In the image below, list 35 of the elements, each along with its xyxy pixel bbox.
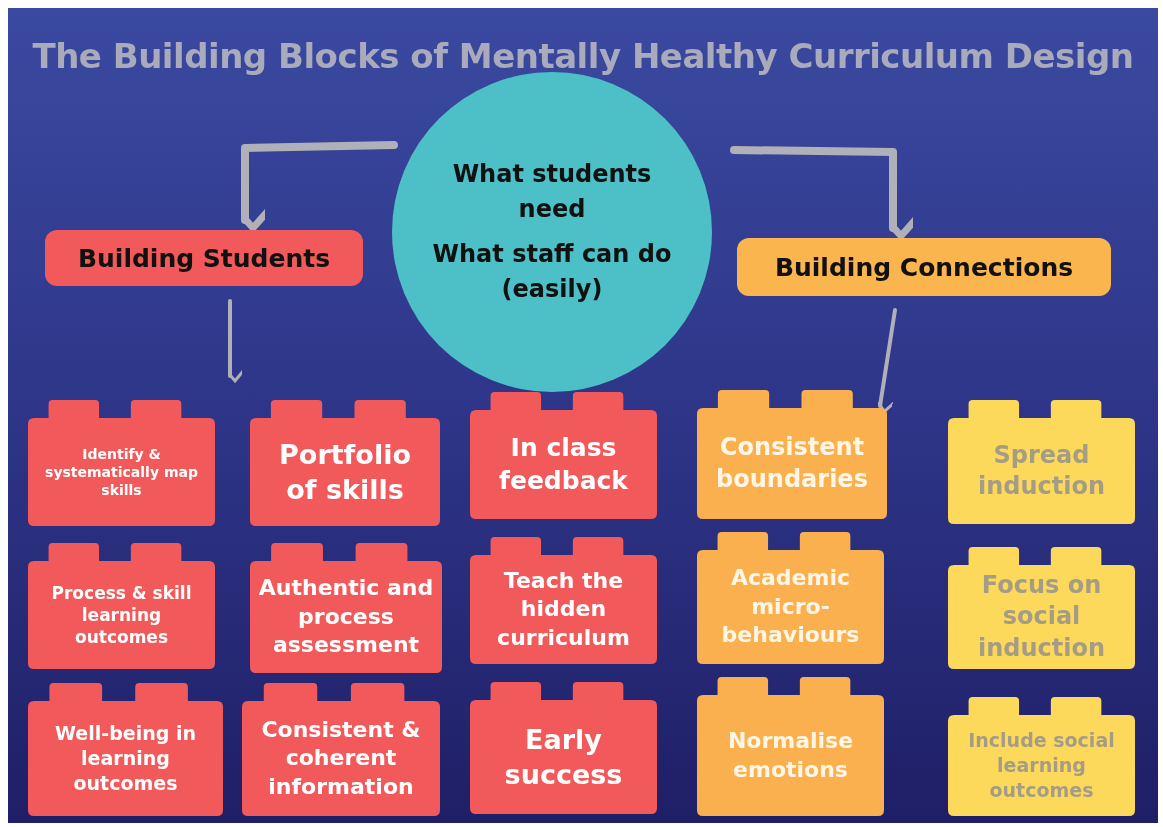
- brick-label: Spread induction: [976, 439, 1107, 502]
- brick-label: Identify & systematically map skills: [44, 444, 199, 500]
- brick-block: [948, 697, 1135, 816]
- brick-label: Portfolio of skills: [279, 437, 411, 507]
- brick-label: Authentic and process assessment: [257, 574, 435, 660]
- brick-block: [28, 400, 215, 526]
- brick-label: Academic micro-behaviours: [720, 564, 861, 650]
- brick-label: Include social learning outcomes: [967, 728, 1116, 803]
- heading-label: Building Connections: [737, 238, 1111, 296]
- brick-block: [697, 390, 887, 519]
- brick-block: [948, 400, 1135, 524]
- brick-block: [250, 543, 442, 673]
- brick-block: [948, 547, 1135, 669]
- brick-block: [250, 400, 440, 526]
- brick-label: Focus on social induction: [976, 570, 1107, 664]
- circle-text: What students need: [451, 159, 653, 226]
- brick-label: Consistent & coherent information: [260, 715, 422, 801]
- brick-block: [28, 683, 223, 816]
- brick-label: In class feedback: [499, 432, 628, 497]
- heading-label: Building Students: [45, 230, 363, 286]
- brick-block: [242, 683, 440, 816]
- brick-label: Well-being in learning outcomes: [54, 721, 197, 796]
- brick-block: [470, 392, 657, 519]
- brick-block: [470, 537, 657, 664]
- brick-label: Consistent boundaries: [715, 432, 869, 495]
- brick-block: [697, 677, 884, 816]
- brick-label: Early success: [503, 722, 624, 792]
- brick-label: Teach the hidden curriculum: [496, 566, 631, 652]
- brick-block: [697, 532, 884, 664]
- brick-block: [28, 543, 215, 669]
- brick-label: Process & skill learning outcomes: [50, 581, 193, 649]
- circle-text: What staff can do (easily): [431, 239, 673, 305]
- title: The Building Blocks of Mentally Healthy Curriculum Design: [31, 36, 1135, 76]
- brick-block: [470, 682, 657, 814]
- brick-label: Normalise emotions: [726, 726, 855, 784]
